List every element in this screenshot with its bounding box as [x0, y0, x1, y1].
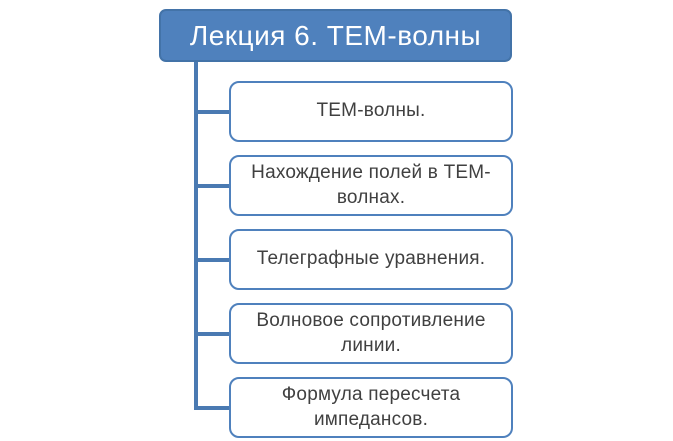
- root-node-title-box: Лекция 6. ТЕМ-волны: [159, 9, 512, 62]
- child-node-label: Телеграфные уравнения.: [256, 248, 486, 270]
- root-node-label: Лекция 6. ТЕМ-волны: [189, 19, 482, 51]
- connector-branch-line-4: [194, 332, 231, 336]
- child-node-label: Нахождение полей в ТЕМ- волнах.: [251, 162, 491, 208]
- child-node-wave-impedance: Волновое сопротивление линии.: [229, 303, 513, 364]
- connector-branch-line-2: [194, 184, 231, 188]
- child-node-impedance-formula: Формула пересчета импедансов.: [229, 377, 513, 438]
- child-node-label: ТЕМ-волны.: [316, 100, 426, 122]
- connector-branch-line-1: [194, 110, 231, 114]
- connector-trunk-line: [194, 62, 198, 409]
- child-node-tem-waves: ТЕМ-волны.: [229, 81, 513, 142]
- child-node-label: Формула пересчета импедансов.: [281, 384, 461, 430]
- child-node-label: Волновое сопротивление линии.: [256, 310, 486, 356]
- child-node-telegraph-equations: Телеграфные уравнения.: [229, 229, 513, 290]
- child-node-finding-fields: Нахождение полей в ТЕМ- волнах.: [229, 155, 513, 216]
- connector-branch-line-5: [194, 406, 231, 410]
- connector-branch-line-3: [194, 258, 231, 262]
